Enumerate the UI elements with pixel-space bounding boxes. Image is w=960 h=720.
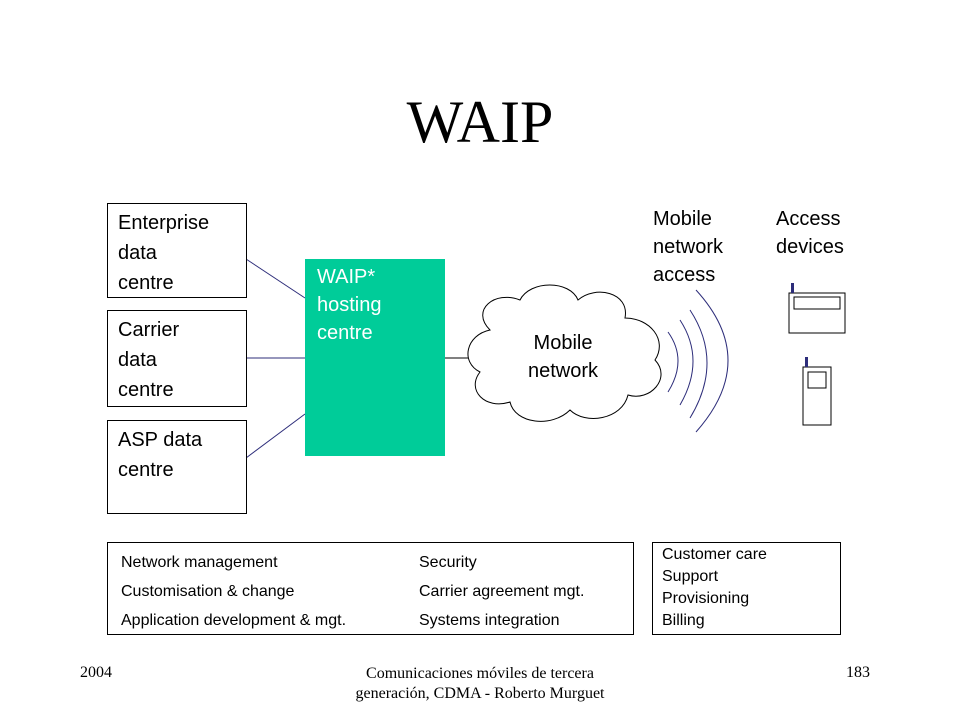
mobile-network-access-label: Mobile network access [653,205,723,289]
radio-wave-1 [667,331,679,393]
mobile-network-label: Mobile network [498,329,628,385]
billing-item: Billing [662,612,705,629]
asp-data-centre-box: ASP data centre [107,420,247,514]
mobile-network-cloud [467,284,662,422]
enterprise-label-line3: centre [118,272,174,294]
services-box: Network management Customisation & chang… [107,542,634,635]
carrier-label-line3: centre [118,379,174,401]
service-app-development: Application development & mgt. [121,612,347,629]
access-label-line3: access [653,264,716,286]
pda-device-icon [788,283,846,334]
slide-title: WAIP [406,89,554,155]
radio-wave-4 [695,289,729,433]
provisioning-item: Provisioning [662,590,750,607]
access-devices-label: Access devices [776,205,844,261]
support-item: Support [662,568,719,585]
services-column-1: Network management Customisation & chang… [121,554,346,641]
enterprise-label-line1: Enterprise [118,212,210,234]
cloud-label-line1: Mobile [533,332,593,354]
service-customisation: Customisation & change [121,583,295,600]
access-label-line1: Mobile [653,208,712,230]
carrier-label-line1: Carrier [118,319,180,341]
customer-services-box: Customer care Support Provisioning Billi… [652,542,841,635]
asp-label-line1: ASP data [118,429,203,451]
enterprise-label-line2: data [118,242,157,264]
connector-enterprise [245,258,306,299]
enterprise-data-centre-box: Enterprise data centre [107,203,247,298]
devices-label-line2: devices [776,236,844,258]
footer-course: Comunicaciones móviles de tercera genera… [355,665,605,702]
services-column-2: Security Carrier agreement mgt. Systems … [419,554,584,641]
service-security: Security [419,554,477,571]
service-network-management: Network management [121,554,278,571]
service-carrier-agreement: Carrier agreement mgt. [419,583,585,600]
service-systems-integration: Systems integration [419,612,560,629]
asp-label-line2: centre [118,459,174,481]
waip-hosting-centre-box: WAIP* hosting centre [305,259,445,456]
mobile-phone-icon [802,357,832,426]
radio-wave-2 [679,319,694,406]
access-label-line2: network [653,236,724,258]
carrier-label-line2: data [118,349,157,371]
hosting-label-line2: hosting [317,294,382,316]
footer-page-number: 183 [846,664,870,681]
connector-asp [245,413,306,459]
customer-services-list: Customer care Support Provisioning Billi… [662,546,767,634]
radio-wave-3 [689,309,708,419]
carrier-data-centre-box: Carrier data centre [107,310,247,407]
hosting-label-line1: WAIP* [317,266,376,288]
hosting-label-line3: centre [317,322,373,344]
footer-year: 2004 [80,664,112,681]
customer-care-item: Customer care [662,546,767,563]
devices-label-line1: Access [776,208,841,230]
cloud-label-line2: network [527,360,599,382]
